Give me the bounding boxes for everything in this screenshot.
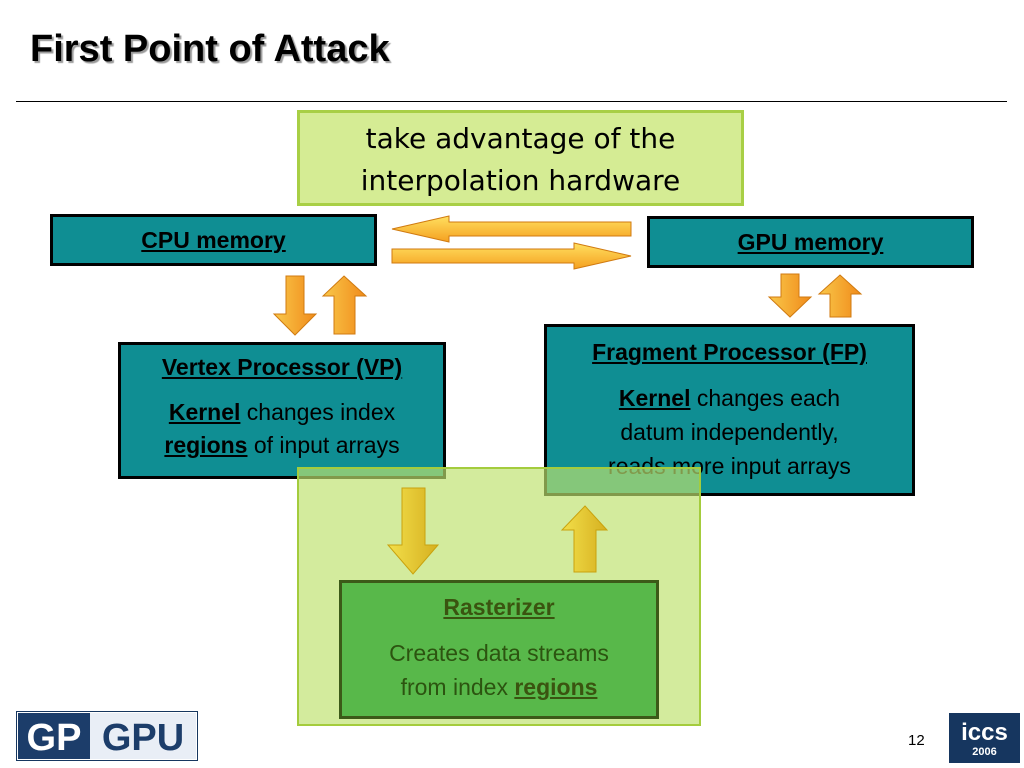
vp-desc-1: changes index: [240, 399, 396, 425]
arrow-gpu-up: [817, 274, 863, 318]
vertex-processor-desc-line-2: regions of input arrays: [121, 429, 443, 462]
gpgpu-logo: GP GPU: [16, 711, 198, 761]
iccs-logo-text: iccs: [961, 719, 1008, 746]
rasterizer-box: Rasterizer Creates data streams from ind…: [339, 580, 659, 719]
arrow-cpu-down: [272, 275, 318, 336]
vp-regions-word: regions: [164, 432, 248, 458]
arrow-gpu-to-cpu: [391, 215, 632, 243]
iccs-logo: iccs 2006: [949, 713, 1020, 763]
cpu-memory-box: CPU memory: [50, 214, 377, 266]
vp-desc-2: of input arrays: [247, 432, 400, 458]
title-divider: [16, 101, 1007, 102]
slide-title: First Point of Attack: [30, 28, 390, 70]
arrow-cpu-to-gpu: [391, 242, 632, 270]
vp-kernel-word: Kernel: [168, 399, 241, 425]
rasterizer-desc-line-1: Creates data streams: [389, 640, 609, 666]
rasterizer-title: Rasterizer: [443, 594, 555, 620]
rasterizer-desc-2: from index: [400, 674, 515, 700]
arrow-cpu-up: [321, 275, 368, 335]
arrow-gpu-down: [767, 273, 813, 318]
fragment-processor-desc-line-1: Kernel changes each: [547, 381, 912, 415]
arrow-rasterizer-to-fp: [560, 505, 609, 573]
gpu-memory-box: GPU memory: [647, 216, 974, 268]
fragment-processor-box: Fragment Processor (FP) Kernel changes e…: [544, 324, 915, 496]
vertex-processor-box: Vertex Processor (VP) Kernel changes ind…: [118, 342, 446, 479]
rasterizer-desc: Creates data streams from index regions: [342, 636, 656, 704]
page-number: 12: [908, 732, 925, 749]
fp-kernel-word: Kernel: [618, 385, 691, 411]
arrow-vp-to-rasterizer: [386, 487, 440, 575]
rasterizer-regions-word: regions: [514, 674, 598, 700]
note-line-2: interpolation hardware: [360, 164, 681, 197]
fragment-processor-title: Fragment Processor (FP): [592, 339, 867, 365]
vertex-processor-title: Vertex Processor (VP): [161, 354, 403, 380]
cpu-memory-label: CPU memory: [141, 227, 286, 253]
gpgpu-logo-right-text: GPU: [102, 717, 184, 759]
note-line-1: take advantage of the: [365, 122, 676, 155]
gpu-memory-label: GPU memory: [737, 229, 884, 255]
rasterizer-desc-line-2: from index regions: [342, 670, 656, 704]
note-callout: take advantage of the interpolation hard…: [297, 110, 744, 206]
fp-desc-1: changes each: [690, 385, 841, 411]
gpgpu-logo-left-text: GP: [27, 717, 82, 759]
vertex-processor-desc-line-1: Kernel changes index: [121, 396, 443, 429]
fragment-processor-desc-line-2: datum independently,: [620, 419, 839, 445]
iccs-logo-year: 2006: [972, 746, 996, 758]
